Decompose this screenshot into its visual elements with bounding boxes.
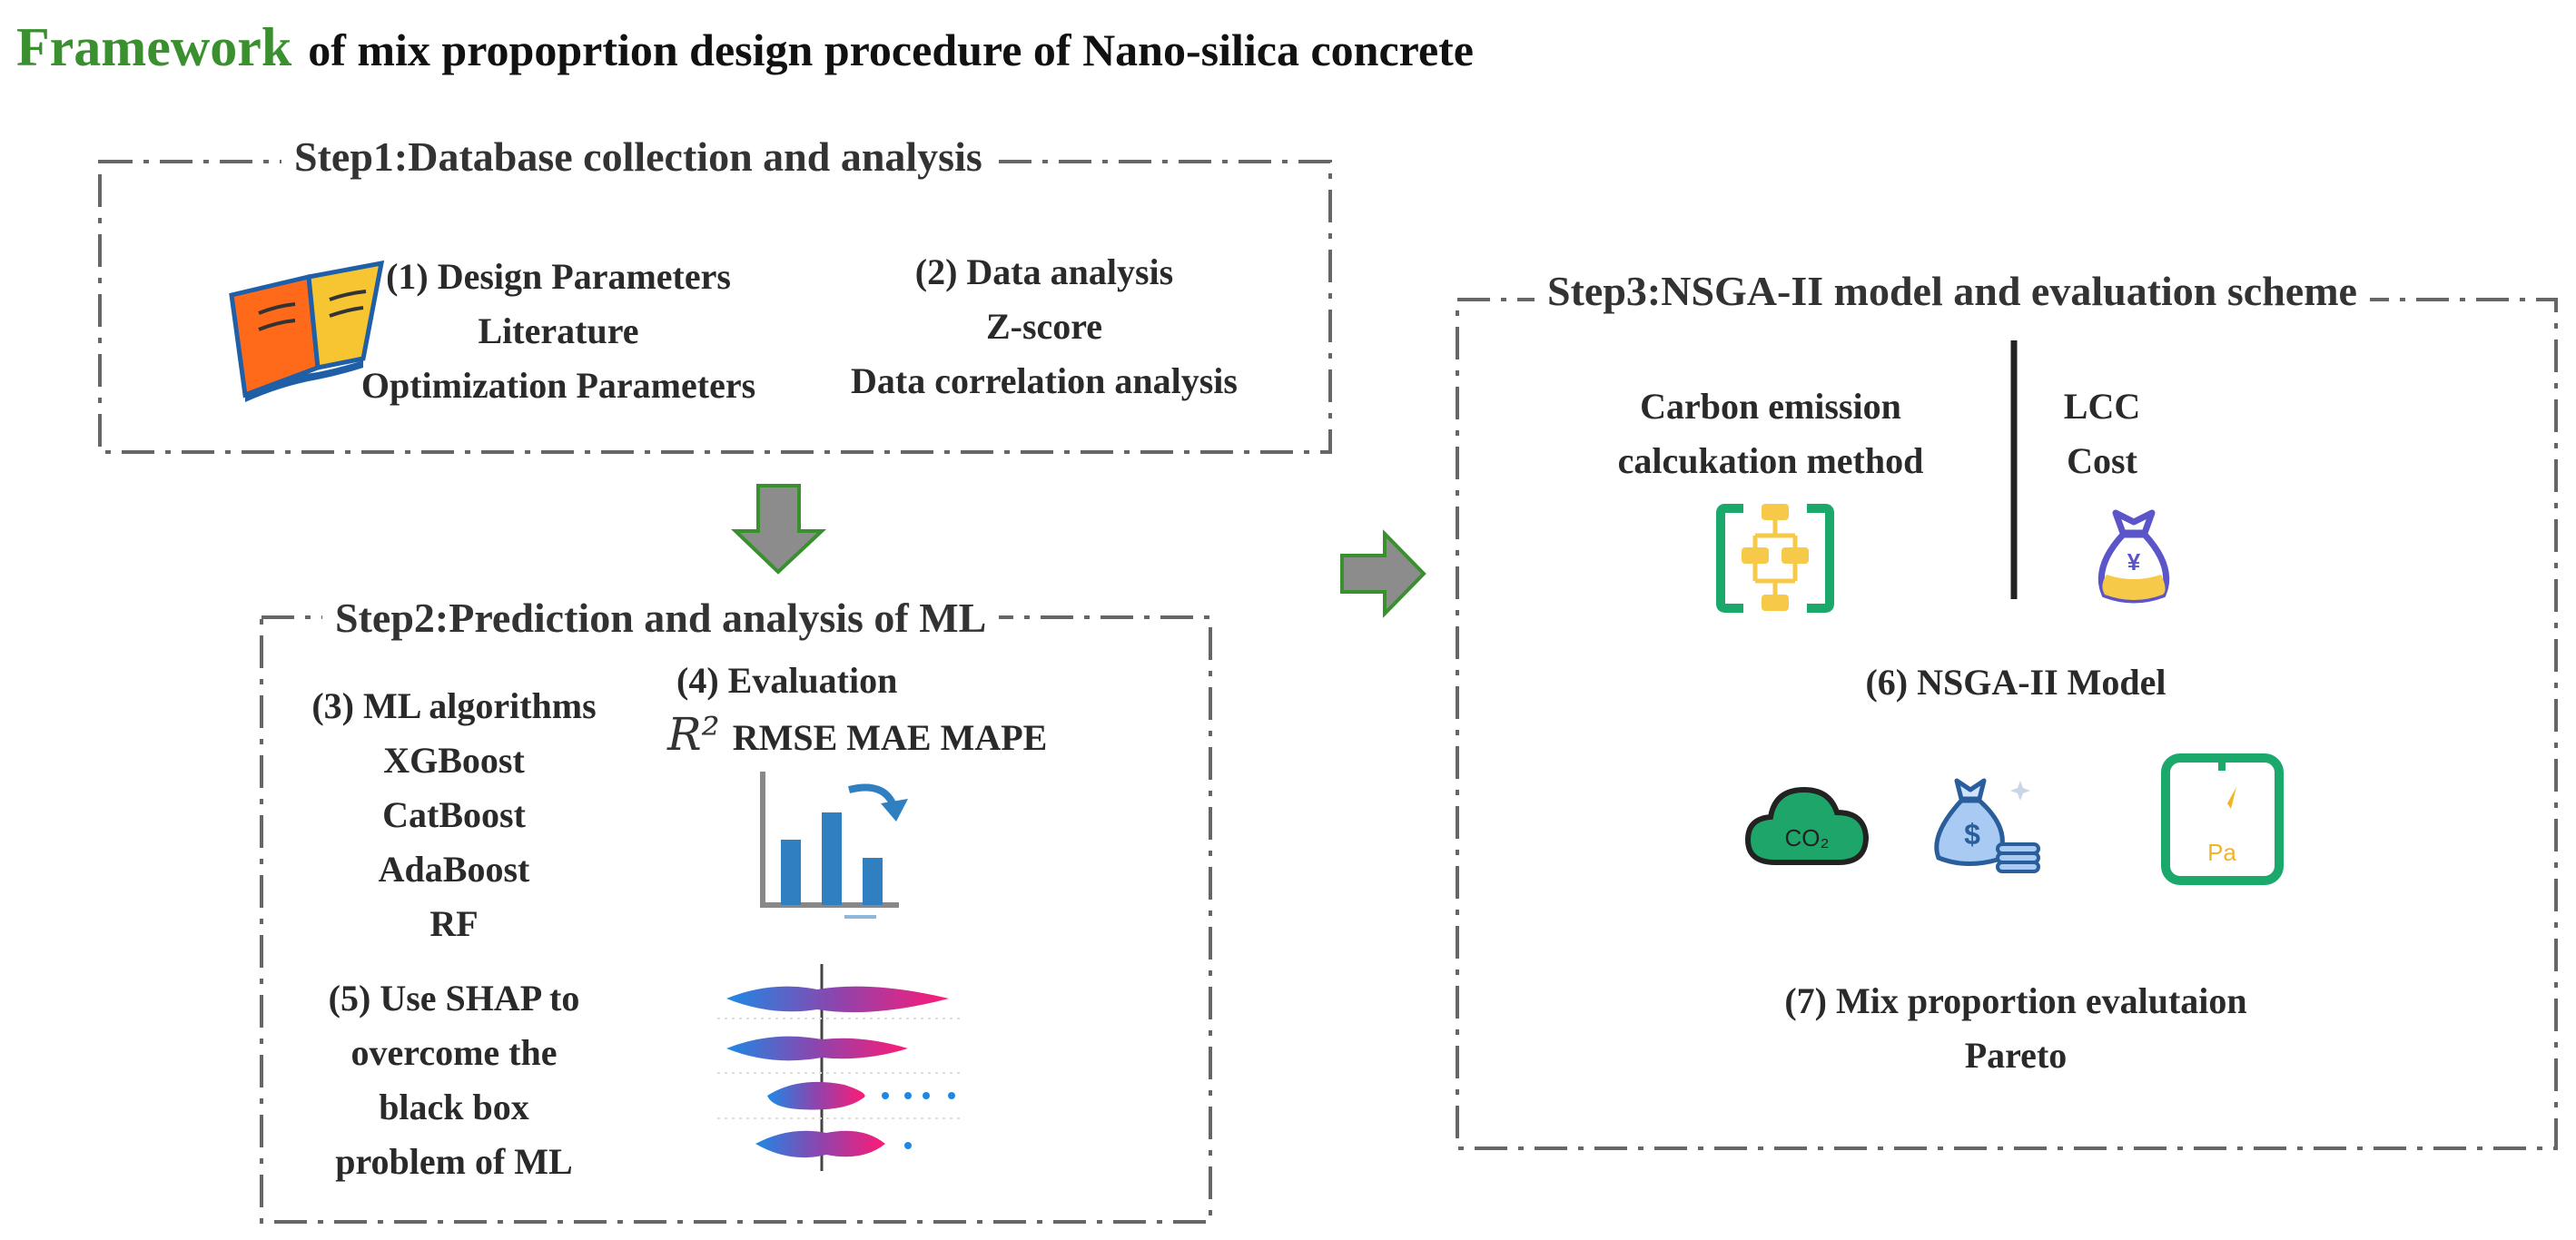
metrics-label: RMSE MAE MAPE [732,717,1048,758]
page-title: Framework of mix propoprtion design proc… [16,16,1474,79]
co2-label: CO₂ [1784,824,1829,851]
nsga-model-label: (6) NSGA-II Model [1865,662,2166,703]
catboost-label: CatBoost [382,794,526,835]
down-arrow-icon [731,484,827,575]
lcc-label: LCC [2063,386,2141,427]
ml-algorithms-title: (3) ML algorithms [311,685,597,726]
design-parameters-title: (1) Design Parameters [386,256,731,297]
ml-algorithms-block: (3) ML algorithms XGBoost CatBoost AdaBo… [272,679,636,951]
adaboost-label: AdaBoost [378,849,530,890]
flowchart-icon [1716,504,1834,613]
carbon-emission-line-1: Carbon emission [1640,386,1901,427]
pressure-gauge-icon [2161,753,2284,885]
dollar-bag-icon [1934,778,2040,873]
step2-title: Step2:Prediction and analysis of ML [322,594,1000,642]
title-accent: Framework [16,17,292,77]
rf-label: RF [429,903,479,944]
yen-bag-icon [2097,509,2170,604]
step2-frame [260,615,1212,1224]
step1-title: Step1:Database collection and analysis [281,133,995,181]
carbon-emission-line-2: calcukation method [1617,440,1924,481]
right-arrow-icon [1340,529,1426,618]
data-analysis-title: (2) Data analysis [914,251,1174,292]
shap-line-2: overcome the [350,1032,558,1073]
design-parameters-block: (1) Design Parameters Literature Optimiz… [313,250,804,413]
literature-label: Literature [478,310,639,351]
shap-line-3: black box [379,1087,529,1127]
pareto-label: Pareto [1964,1035,2068,1076]
cost-label: Cost [2067,440,2137,481]
step3-title: Step3:NSGA-II model and evaluation schem… [1535,267,2370,315]
evaluation-title: (4) Evaluation [676,660,898,701]
evaluation-metrics: R² RMSE MAE MAPE [667,708,1047,761]
dollar-symbol: $ [1964,818,1980,851]
xgboost-label: XGBoost [383,740,525,781]
co2-cloud-icon [1744,786,1870,865]
carbon-emission-block: Carbon emission calcukation method [1530,379,2011,488]
r2-symbol: R² [667,708,720,761]
pa-label: Pa [2207,839,2236,866]
data-analysis-block: (2) Data analysis Z-score Data correlati… [799,245,1289,408]
mix-evaluation-block: (7) Mix proportion evalutaion Pareto [1562,974,2470,1083]
lcc-block: LCC Cost [2029,379,2175,488]
title-rest: of mix propoprtion design procedure of N… [308,25,1474,75]
mix-evaluation-title: (7) Mix proportion evalutaion [1784,980,2247,1021]
shap-line-4: problem of ML [335,1141,573,1182]
zscore-label: Z-score [985,306,1103,347]
yen-symbol: ¥ [2127,548,2141,576]
data-correlation-label: Data correlation analysis [851,360,1238,401]
shap-line-1: (5) Use SHAP to [328,978,580,1019]
optimization-parameters-label: Optimization Parameters [360,365,756,406]
shap-block: (5) Use SHAP to overcome the black box p… [272,971,636,1189]
